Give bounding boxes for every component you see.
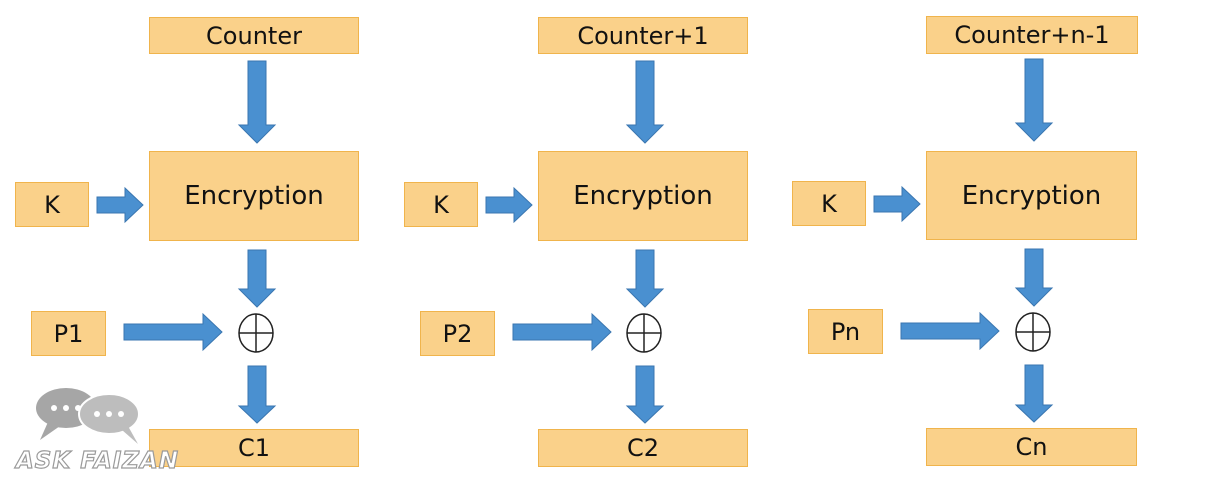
key-box-2: K xyxy=(404,182,478,227)
plaintext-box-2: P2 xyxy=(420,311,495,356)
arrow-xor-to-ciphertext-1 xyxy=(237,365,277,424)
counter-box-3: Counter+n-1 xyxy=(926,16,1138,54)
xor-icon xyxy=(1015,312,1051,352)
arrow-key-to-encryption-2 xyxy=(485,186,533,224)
xor-icon xyxy=(626,313,662,353)
watermark-text: ASK FAIZAN xyxy=(15,447,180,474)
arrow-counter-to-encryption-1 xyxy=(237,60,277,144)
plaintext-box-3: Pn xyxy=(808,309,883,354)
encryption-box-1: Encryption xyxy=(149,151,359,241)
chat-bubbles-icon xyxy=(36,388,140,444)
arrow-key-to-encryption-1 xyxy=(96,186,144,224)
arrow-plaintext-to-xor-1 xyxy=(123,312,223,352)
arrow-key-to-encryption-3 xyxy=(873,185,921,223)
encryption-box-3: Encryption xyxy=(926,151,1137,240)
arrow-encryption-to-xor-1 xyxy=(237,249,277,308)
ciphertext-box-2: C2 xyxy=(538,429,748,467)
arrow-counter-to-encryption-2 xyxy=(625,60,665,144)
key-box-1: K xyxy=(15,182,89,227)
arrow-encryption-to-xor-2 xyxy=(625,249,665,308)
arrow-plaintext-to-xor-2 xyxy=(512,312,612,352)
ciphertext-box-3: Cn xyxy=(926,428,1137,466)
xor-icon xyxy=(238,313,274,353)
counter-box-1: Counter xyxy=(149,17,359,54)
arrow-plaintext-to-xor-3 xyxy=(900,311,1000,351)
counter-box-2: Counter+1 xyxy=(538,17,748,54)
encryption-box-2: Encryption xyxy=(538,151,748,241)
arrow-counter-to-encryption-3 xyxy=(1014,58,1054,142)
ciphertext-box-1: C1 xyxy=(149,429,359,467)
plaintext-box-1: P1 xyxy=(31,311,106,356)
arrow-xor-to-ciphertext-3 xyxy=(1014,364,1054,423)
arrow-encryption-to-xor-3 xyxy=(1014,248,1054,307)
key-box-3: K xyxy=(792,181,866,226)
arrow-xor-to-ciphertext-2 xyxy=(625,365,665,424)
